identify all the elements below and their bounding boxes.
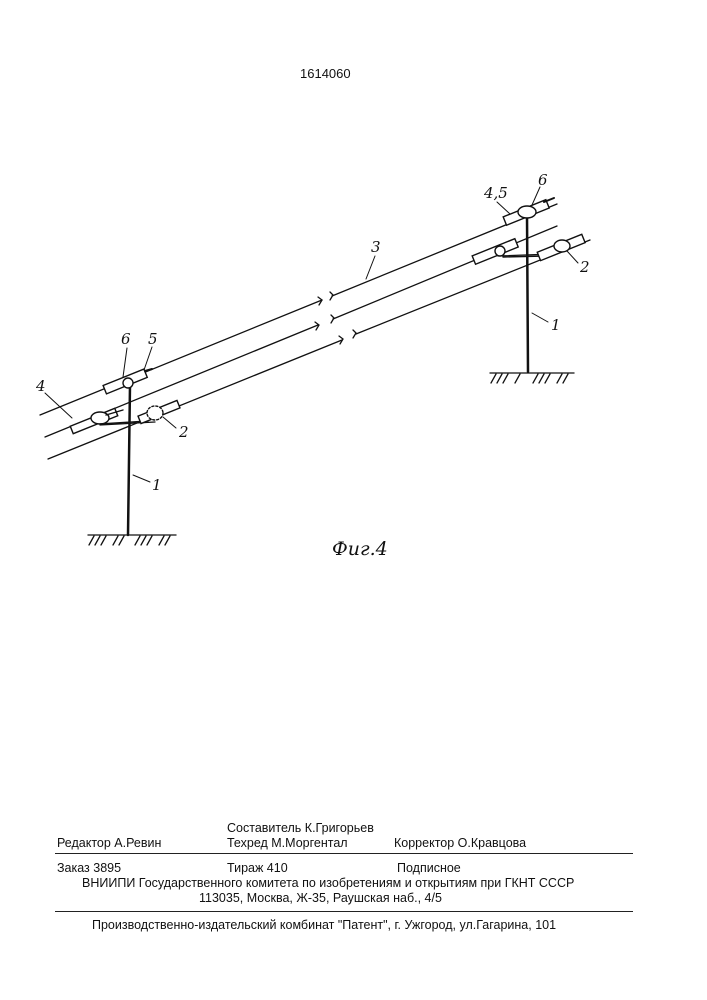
label-2-right: 2	[579, 258, 590, 276]
subscription-line: Подписное	[397, 861, 461, 875]
left-fitting-middle	[70, 408, 148, 433]
figure-caption: Фиг.4	[332, 538, 388, 560]
ground-left	[88, 535, 176, 545]
label-3: 3	[371, 238, 381, 256]
label-1-right: 1	[551, 316, 561, 334]
left-pole	[128, 385, 130, 535]
rule-top	[55, 853, 633, 854]
right-fitting-middle	[472, 239, 545, 265]
label-6-left: 6	[121, 330, 131, 348]
label-4: 4	[35, 377, 46, 395]
conductor-bottom	[48, 240, 590, 459]
left-fitting-bottom	[138, 400, 180, 423]
label-2-left: 2	[178, 423, 189, 441]
left-fitting-top	[103, 369, 152, 394]
label-4-5: 4,5	[483, 184, 508, 202]
org-line: ВНИИПИ Государственного комитета по изоб…	[82, 876, 574, 890]
order-line: Заказ 3895	[57, 861, 121, 875]
address-line: 113035, Москва, Ж-35, Раушская наб., 4/5	[199, 891, 442, 905]
editor-line: Редактор А.Ревин	[57, 836, 161, 850]
right-fitting-top	[503, 198, 554, 225]
corrector-line: Корректор О.Кравцова	[394, 836, 526, 850]
right-fitting-bottom	[537, 234, 585, 260]
rule-bottom	[55, 911, 633, 912]
circulation-line: Тираж 410	[227, 861, 288, 875]
label-1-left: 1	[152, 476, 162, 494]
label-5: 5	[148, 330, 158, 348]
techred-line: Техред М.Моргентал	[227, 836, 348, 850]
label-6-right: 6	[538, 171, 548, 189]
ground-right	[490, 373, 574, 383]
compiler-line: Составитель К.Григорьев	[227, 821, 374, 835]
publisher-line: Производственно-издательский комбинат "П…	[92, 918, 556, 932]
